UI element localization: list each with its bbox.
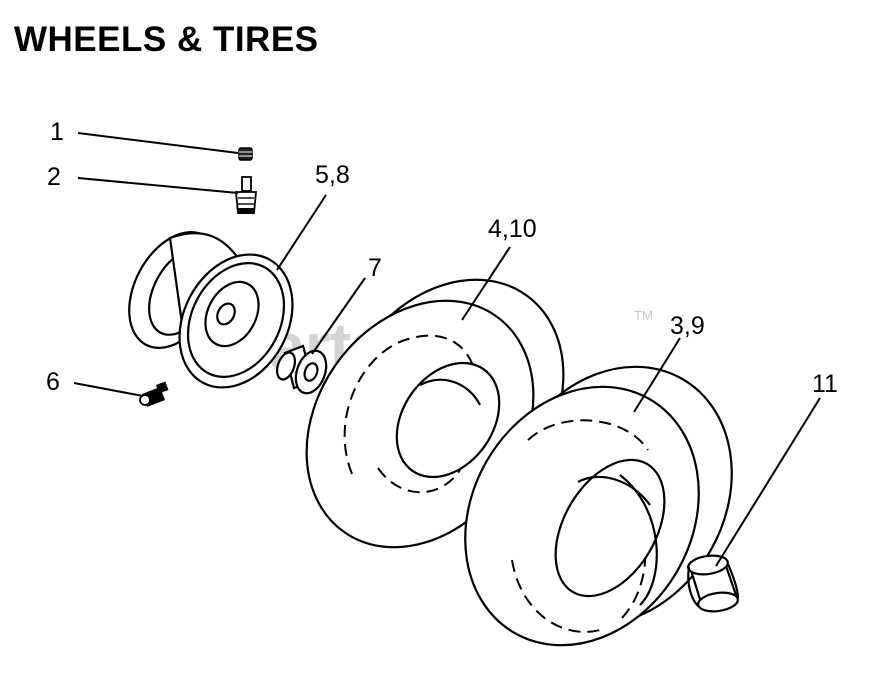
leader-6	[73, 382, 144, 397]
leader-11	[715, 397, 821, 567]
callout-2: 2	[47, 163, 61, 191]
leader-lines	[73, 132, 821, 567]
page-title: WHEELS & TIRES	[14, 20, 319, 59]
callout-4-10: 4,10	[488, 215, 537, 243]
callout-7: 7	[368, 254, 382, 282]
leader-7	[311, 277, 366, 355]
callout-5-8: 5,8	[315, 161, 350, 189]
callout-1: 1	[50, 118, 64, 146]
callout-6: 6	[46, 368, 60, 396]
leader-1	[77, 132, 239, 154]
part-valve-cap[interactable]	[238, 147, 253, 161]
leader-2	[77, 177, 239, 194]
part-valve-stem[interactable]	[235, 176, 257, 214]
part-hub-cap[interactable]	[687, 553, 740, 613]
part-grease-fitting[interactable]	[139, 381, 169, 407]
leader-4-10	[461, 246, 511, 321]
callout-3-9: 3,9	[670, 312, 705, 340]
part-rim-assembly[interactable]	[111, 216, 315, 407]
leader-3-9	[633, 337, 681, 413]
leader-5-8	[276, 194, 327, 271]
watermark-trademark: TM	[634, 308, 653, 323]
part-bushing[interactable]	[274, 344, 332, 397]
part-rear-tire[interactable]	[419, 324, 778, 688]
callout-labels: 1 2 5,8 7 4,10 3,9 6 11	[46, 118, 838, 398]
callout-11: 11	[812, 370, 838, 398]
